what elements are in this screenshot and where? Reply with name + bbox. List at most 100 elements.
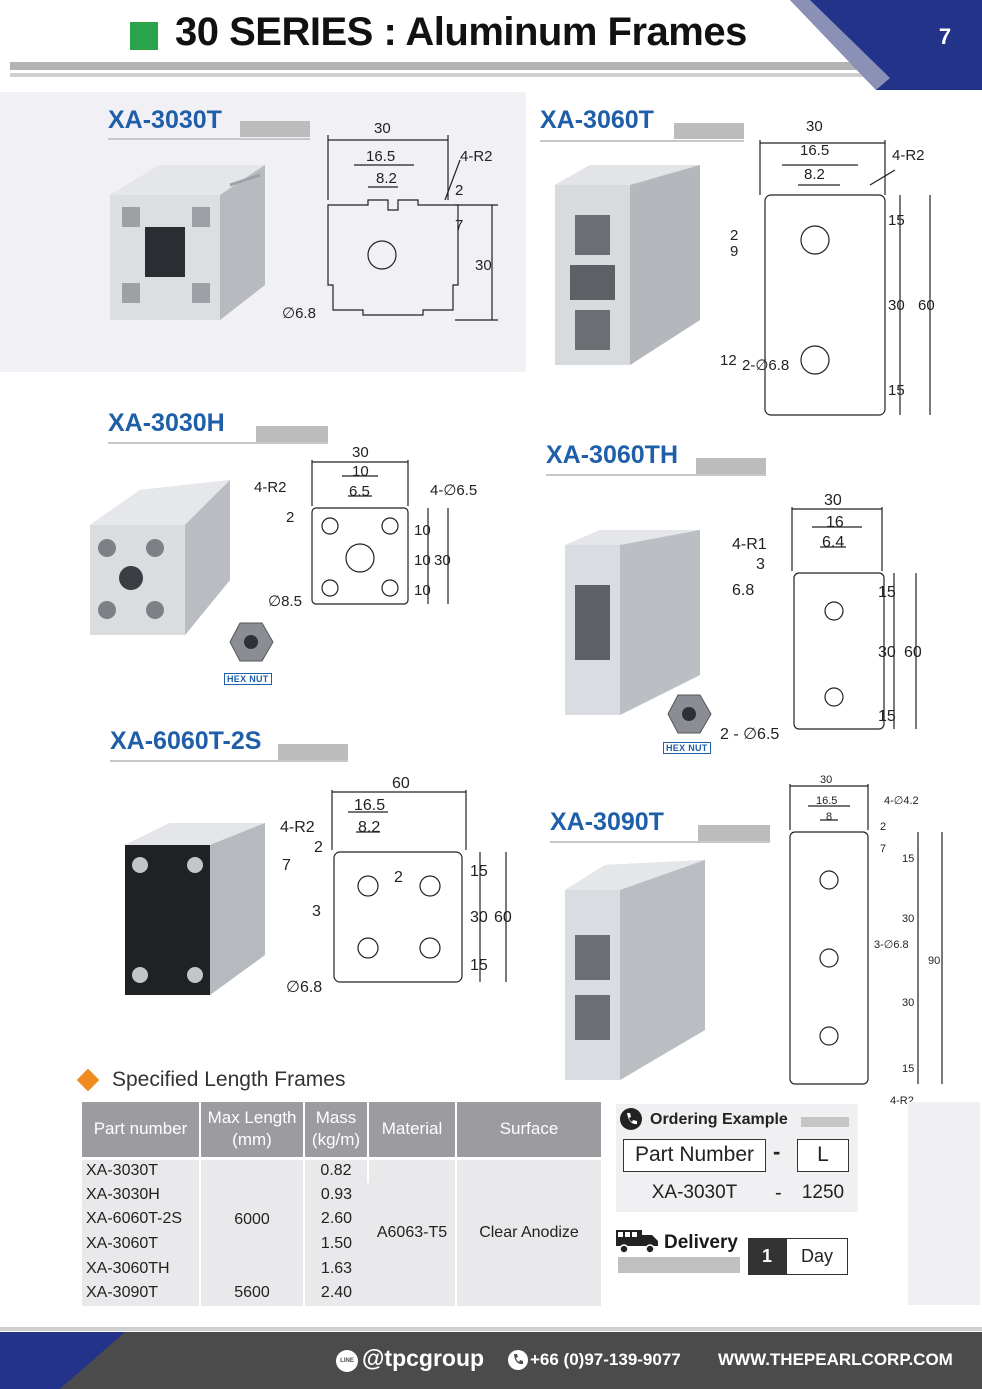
dim-opening: 8 <box>826 811 832 823</box>
col-header: Material <box>368 1102 457 1158</box>
dim-seg3: 30 <box>902 997 914 1009</box>
footer-phone[interactable]: +66 (0)97-139-9077 <box>530 1350 681 1369</box>
phone-icon <box>620 1108 642 1130</box>
dim-radius: 4-R1 <box>732 536 767 553</box>
dim-holes: 2 - ∅6.5 <box>720 726 779 743</box>
dim-radius: 4-R2 <box>890 1095 914 1107</box>
dim-radius: 4-R2 <box>280 819 315 836</box>
title-underline <box>108 138 310 140</box>
dim-seg3: 15 <box>888 382 905 399</box>
cell-mass: 0.93 <box>304 1182 368 1208</box>
dim-holes: 2-∅6.8 <box>742 357 789 374</box>
dim-height: 60 <box>918 297 935 314</box>
title-bar <box>674 123 744 139</box>
cell-mass: 2.60 <box>304 1207 368 1232</box>
col-header: Part number <box>82 1102 201 1158</box>
hex-nut-icon <box>667 694 712 734</box>
product-title: XA-3030T <box>108 106 222 134</box>
dim-height: 90 <box>928 955 940 967</box>
cell-mass: 2.40 <box>304 1280 368 1306</box>
footer-band <box>0 1332 982 1389</box>
drawing-3090t: 30 16.5 8 4-∅4.2 2 7 15 30 30 15 90 3-∅6… <box>789 774 943 1107</box>
drawing-3030t: 30 16.5 8.2 4-R2 2 7 30 ∅6.8 <box>282 120 498 322</box>
footer-website[interactable]: WWW.THEPEARLCORP.COM <box>718 1350 953 1369</box>
dim-seg1: 15 <box>902 853 914 865</box>
length-value: 1250 <box>801 1182 845 1203</box>
dim-d2: 7 <box>455 217 463 234</box>
title-bar <box>256 426 328 442</box>
dim-width: 30 <box>352 444 369 461</box>
dim-width: 30 <box>374 120 391 137</box>
dim-seg2: 30 <box>878 644 896 661</box>
dim-c2: 10 <box>414 552 431 569</box>
table-row: XA-3030H 0.93 <box>82 1182 601 1208</box>
line-icon: LINE <box>336 1350 358 1372</box>
dim-seg1: 15 <box>888 212 905 229</box>
dim-width: 60 <box>392 775 410 792</box>
dim-opening: 8.2 <box>804 166 825 183</box>
spec-table: Part number Max Length (mm) Mass (kg/m) … <box>82 1102 601 1306</box>
product-title: XA-3090T <box>550 808 664 836</box>
profile-photo-3090t <box>565 860 705 1080</box>
title-bar <box>698 825 770 841</box>
profile-photo-3060t <box>555 165 700 365</box>
dim-height: 30 <box>434 552 451 569</box>
title-bar <box>240 121 310 137</box>
cell-part: XA-3090T <box>82 1280 201 1306</box>
cell-part: XA-3060T <box>82 1231 201 1257</box>
profile-photo-3060th <box>565 530 700 715</box>
col-header: Surface <box>456 1102 601 1158</box>
dim-slot: 16.5 <box>816 795 837 807</box>
cell-part: XA-3060TH <box>82 1256 201 1281</box>
delivery-bar <box>618 1257 740 1273</box>
drawing-3060t: 30 16.5 8.2 4-R2 2 9 15 30 15 60 12 2-∅6… <box>720 118 935 416</box>
table-row: XA-3060T 1.50 <box>82 1231 601 1257</box>
profile-photo-3030t <box>110 165 265 320</box>
dim-seg1: 15 <box>878 584 896 601</box>
cell-max-length: 5600 <box>200 1280 305 1306</box>
cell-part: XA-6060T-2S <box>82 1207 201 1232</box>
dim-c: 2 <box>394 869 403 886</box>
dim-holes-top: 4-∅4.2 <box>884 795 919 807</box>
dim-bore: ∅8.5 <box>268 593 302 610</box>
dim-c: 12 <box>720 352 737 369</box>
title-underline <box>110 760 348 762</box>
dim-d1: 2 <box>286 509 294 526</box>
dim-opening: 8.2 <box>358 819 380 836</box>
hex-nut-badge: HEX NUT <box>663 742 711 754</box>
header-square-icon <box>130 22 158 50</box>
table-row: XA-3030T 6000 0.82 A6063-T5 Clear Anodiz… <box>82 1156 601 1306</box>
title-bar <box>696 458 766 474</box>
dim-height: 60 <box>904 644 922 661</box>
cell-mass: 0.82 <box>304 1156 369 1183</box>
profile-photo-6060t-2s <box>125 823 265 995</box>
drawing-3030h: 30 10 6.5 4-R2 2 4-∅6.5 10 10 10 30 ∅8.5 <box>254 444 477 610</box>
dim-b: 9 <box>730 243 738 260</box>
col-header: Mass (kg/m) <box>304 1102 369 1158</box>
dim-radius: 4-R2 <box>460 148 493 165</box>
profile-photo-3030h <box>90 480 230 635</box>
dim-holes: 4-∅6.5 <box>430 482 477 499</box>
dim-slot: 16.5 <box>800 142 829 159</box>
dim-a: 2 <box>730 227 738 244</box>
dim-d: 3 <box>312 903 321 920</box>
hex-nut-badge: HEX NUT <box>224 673 272 685</box>
product-title: XA-3030H <box>108 409 225 437</box>
dim-height: 30 <box>475 257 492 274</box>
dim-seg3: 15 <box>470 957 488 974</box>
dim-d1: 2 <box>455 182 463 199</box>
dim-inner: 10 <box>352 463 369 480</box>
dim-width: 30 <box>824 492 842 509</box>
dim-seg2: 30 <box>470 909 488 926</box>
dim-slot: 16.5 <box>366 148 395 165</box>
section-diamond-icon <box>76 1068 100 1092</box>
page-corner-tab <box>790 0 982 90</box>
page-number: 7 <box>938 24 952 49</box>
table-row: XA-3090T 5600 2.40 <box>82 1280 601 1306</box>
delivery-days-number: 1 <box>748 1238 786 1275</box>
dim-seg3: 15 <box>878 708 896 725</box>
line-handle[interactable]: @tpcgroup <box>362 1345 485 1371</box>
dim-radius: 4-R2 <box>892 147 925 164</box>
product-title: XA-6060T-2S <box>110 727 262 755</box>
product-title: XA-3060TH <box>546 441 678 469</box>
